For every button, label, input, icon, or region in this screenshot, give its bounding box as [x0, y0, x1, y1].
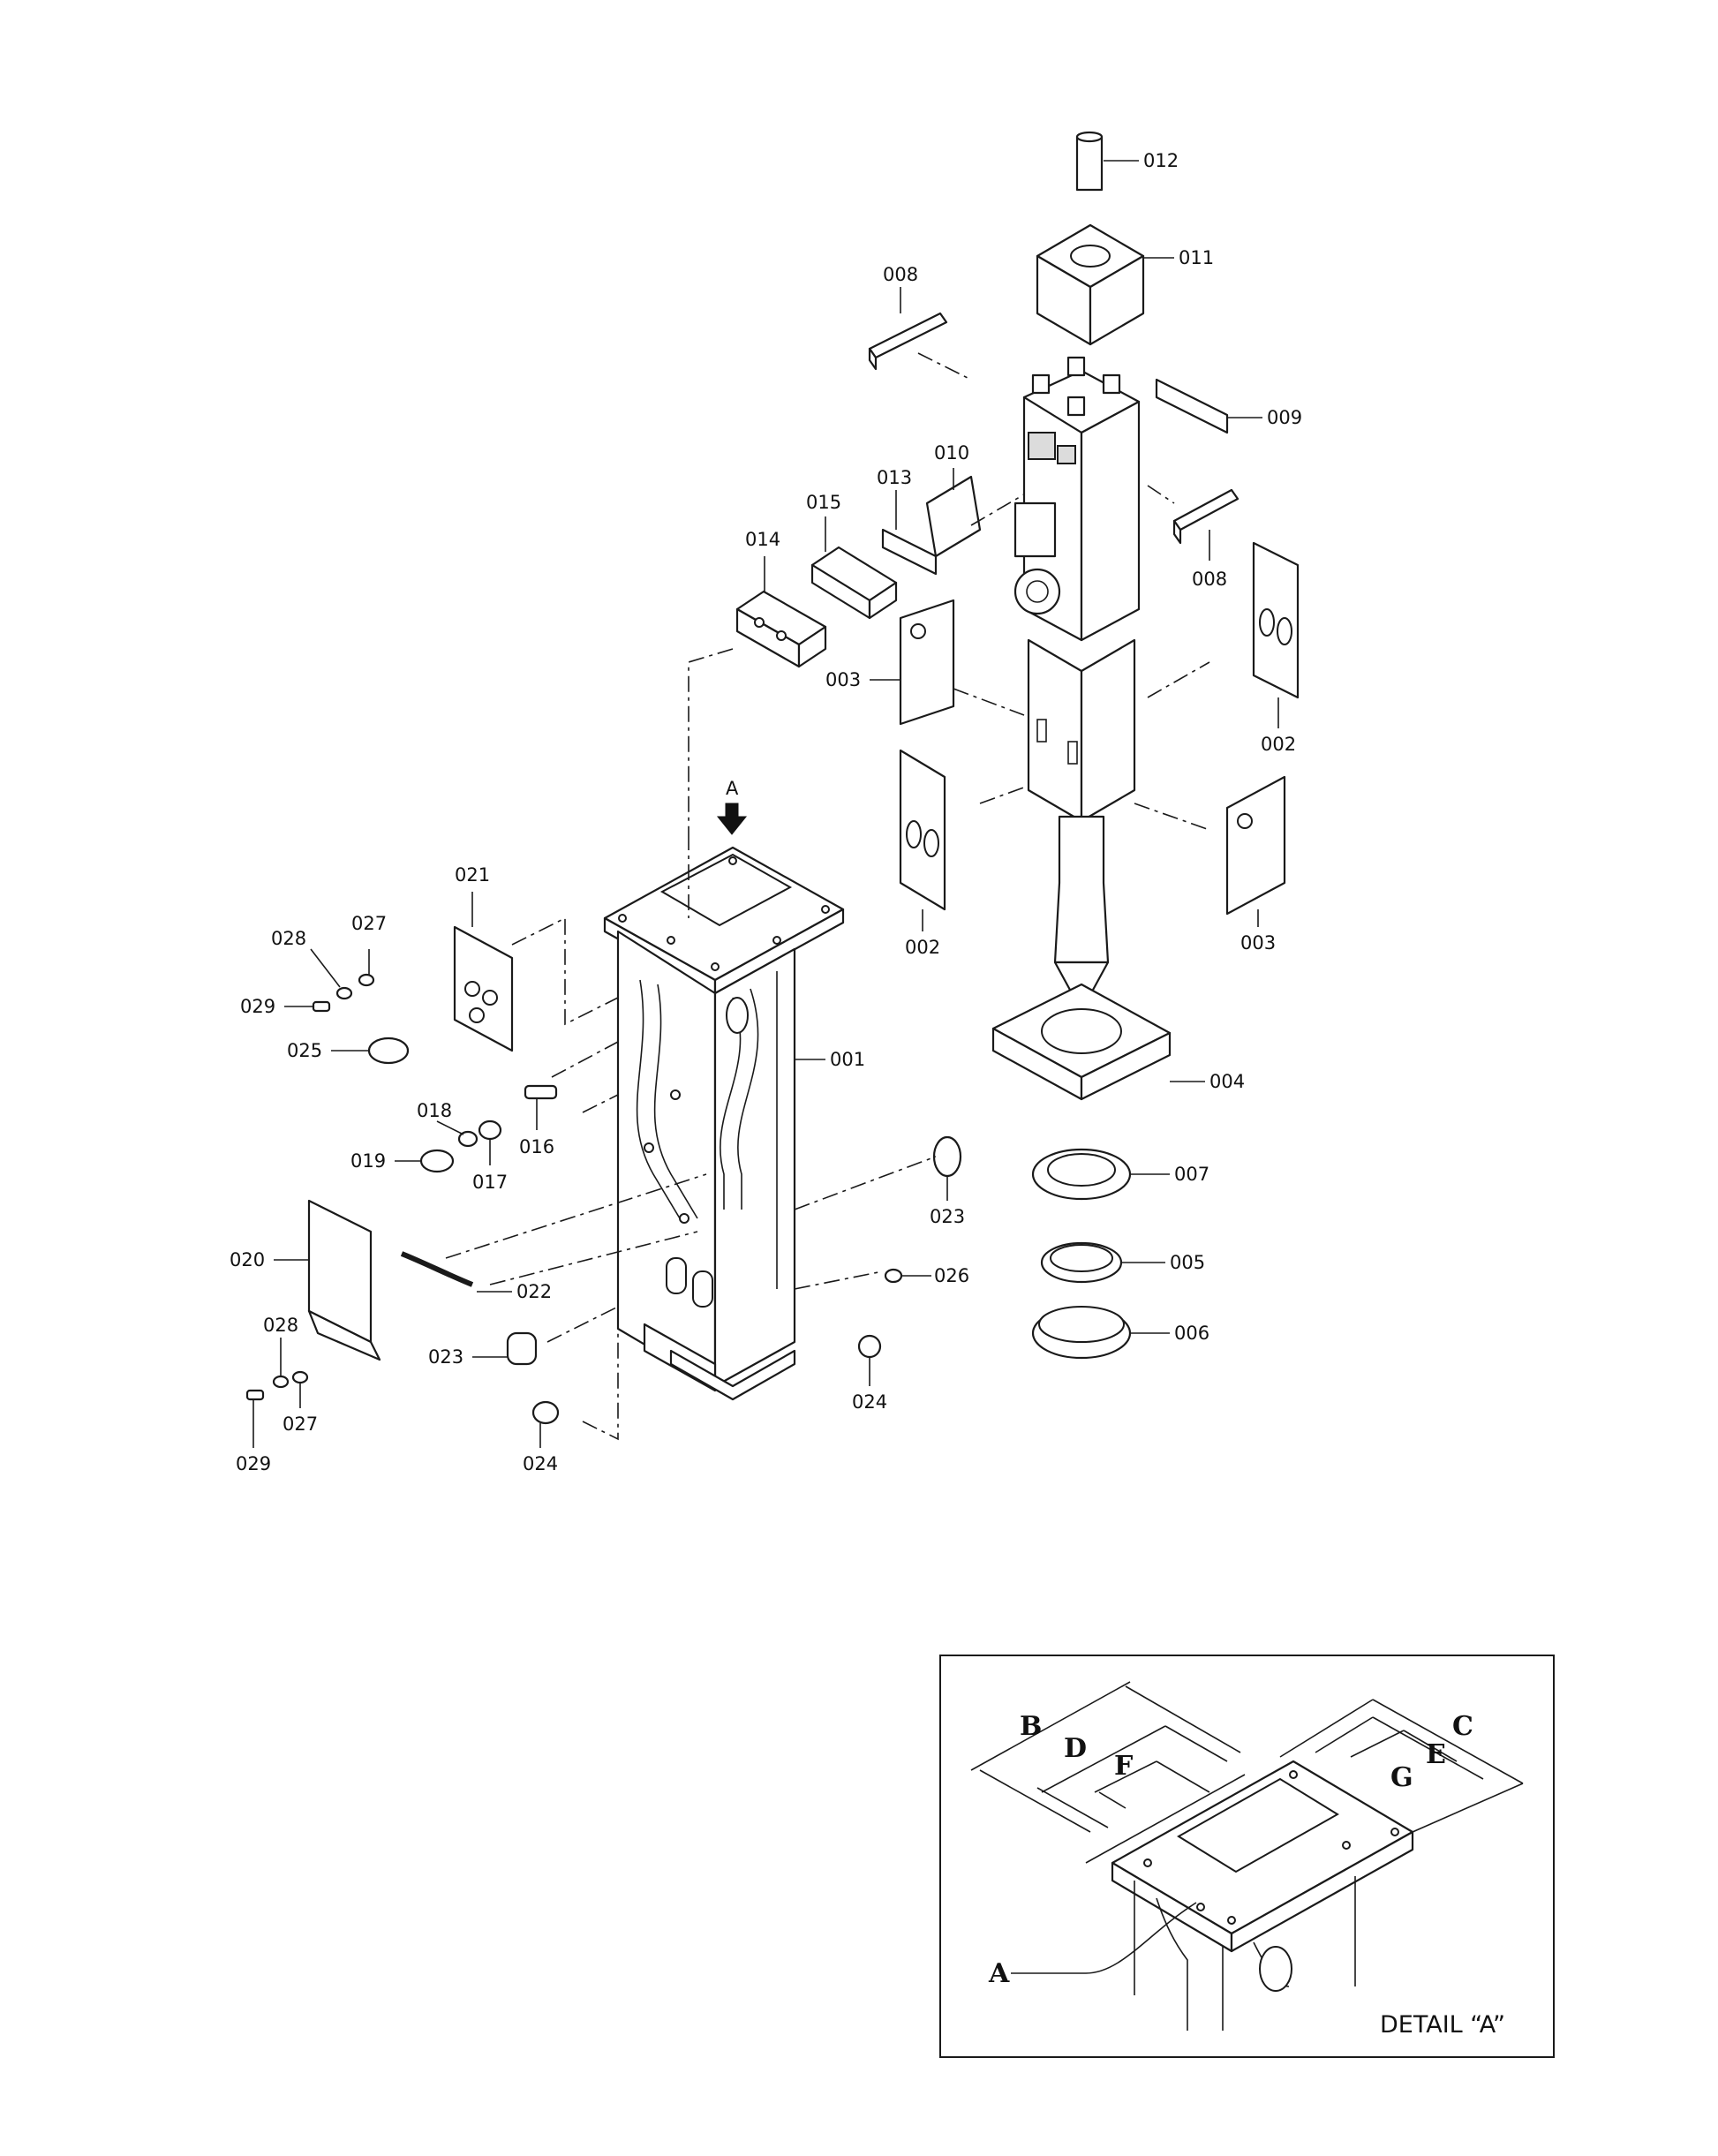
- ring-005: [1040, 1241, 1123, 1284]
- part-label-023-right: 023: [930, 1206, 965, 1227]
- part-label-018: 018: [417, 1100, 452, 1121]
- detail-dim-d: D: [1064, 1733, 1087, 1764]
- bushing-024-right: [857, 1334, 882, 1359]
- cover-plate-021: [453, 925, 514, 1052]
- part-label-015: 015: [806, 492, 841, 513]
- part-label-001: 001: [830, 1049, 865, 1070]
- pin-012: [1075, 131, 1104, 192]
- wire-022: [400, 1251, 474, 1287]
- part-label-008-right: 008: [1192, 569, 1227, 590]
- side-plate-002-left: [899, 749, 946, 911]
- ring-007: [1031, 1148, 1132, 1201]
- part-label-029-top: 029: [240, 996, 275, 1017]
- part-label-028-top: 028: [271, 928, 306, 949]
- wear-plate-008-top: [868, 312, 948, 371]
- detail-title: DETAIL “A”: [1380, 2011, 1505, 2039]
- part-label-016: 016: [519, 1136, 554, 1157]
- bolt-029-top: [312, 1000, 331, 1013]
- part-label-005: 005: [1170, 1252, 1205, 1273]
- bracket-housing-001: [603, 846, 845, 1401]
- plug-023-right: [932, 1135, 962, 1178]
- ring-006: [1031, 1306, 1132, 1360]
- part-number-labels: 001 002 002 003 003 004 005 006 007 008 …: [230, 150, 1302, 1474]
- bolt-029-bottom: [245, 1389, 265, 1401]
- washer-028-bottom: [272, 1375, 290, 1389]
- part-label-024-bottom: 024: [523, 1453, 558, 1474]
- wear-plate-008-right: [1172, 488, 1240, 545]
- detail-dim-f: F: [1114, 1751, 1133, 1782]
- part-label-025: 025: [287, 1040, 322, 1061]
- detail-dim-g: G: [1390, 1762, 1413, 1793]
- part-label-017: 017: [472, 1172, 508, 1193]
- bushing-024-bottom: [531, 1400, 560, 1425]
- cushion-011: [1036, 223, 1145, 346]
- base-plate-004: [991, 983, 1172, 1101]
- plug-023-bottom: [506, 1331, 538, 1366]
- part-label-011: 011: [1179, 247, 1214, 268]
- part-label-002-right: 002: [1261, 734, 1296, 755]
- part-label-003-left: 003: [825, 669, 861, 690]
- washer-028-top: [335, 986, 353, 1000]
- side-plate-003-right: [1225, 775, 1286, 916]
- block-015: [810, 546, 898, 620]
- part-label-013: 013: [877, 467, 912, 488]
- cap-025: [367, 1037, 410, 1065]
- part-label-020: 020: [230, 1249, 265, 1270]
- view-arrow-label: A: [726, 778, 739, 799]
- plate-013: [881, 528, 938, 576]
- block-014: [735, 590, 827, 668]
- part-label-002-left: 002: [905, 937, 940, 958]
- part-label-024-right: 024: [852, 1391, 887, 1413]
- side-plate-002-right: [1252, 541, 1300, 699]
- part-label-007: 007: [1174, 1164, 1209, 1185]
- part-label-028-bottom: 028: [263, 1315, 298, 1336]
- part-label-021: 021: [455, 864, 490, 886]
- detail-dim-e: E: [1426, 1739, 1446, 1770]
- side-plate-003-left: [899, 599, 955, 726]
- bolt-016: [524, 1084, 558, 1100]
- washer-018: [457, 1130, 478, 1148]
- part-label-029-bottom: 029: [236, 1453, 271, 1474]
- washer-027-bottom: [291, 1370, 309, 1384]
- part-label-012: 012: [1143, 150, 1179, 171]
- assembly-centre-lines: [445, 352, 1210, 1441]
- part-label-003-right: 003: [1240, 932, 1276, 954]
- detail-a-inset: A B C D E F G DETAIL “A”: [939, 1655, 1555, 2058]
- part-label-022: 022: [516, 1281, 552, 1302]
- part-label-019: 019: [350, 1150, 386, 1172]
- part-label-008-top: 008: [883, 264, 918, 285]
- part-label-027-bottom: 027: [283, 1413, 318, 1435]
- part-label-027-top: 027: [351, 913, 387, 934]
- nut-019: [419, 1149, 455, 1173]
- part-label-006: 006: [1174, 1323, 1209, 1344]
- detail-dim-a: A: [988, 1958, 1010, 1989]
- part-label-010: 010: [934, 442, 969, 464]
- washer-027-top: [358, 973, 375, 987]
- part-label-026: 026: [934, 1265, 969, 1286]
- part-label-014: 014: [745, 529, 780, 550]
- washer-026: [884, 1268, 903, 1284]
- washer-017: [478, 1119, 502, 1141]
- view-arrow-a: A: [716, 778, 748, 835]
- plate-010: [925, 475, 982, 558]
- side-cover-020: [307, 1199, 381, 1361]
- breaker-cylinder-assembly: [1013, 356, 1141, 1013]
- wear-plate-009: [1155, 378, 1229, 434]
- part-label-009: 009: [1267, 407, 1302, 428]
- detail-dim-b: B: [1020, 1711, 1042, 1742]
- detail-dim-c: C: [1452, 1711, 1473, 1742]
- part-label-004: 004: [1209, 1071, 1245, 1092]
- part-label-023-bottom: 023: [428, 1346, 463, 1368]
